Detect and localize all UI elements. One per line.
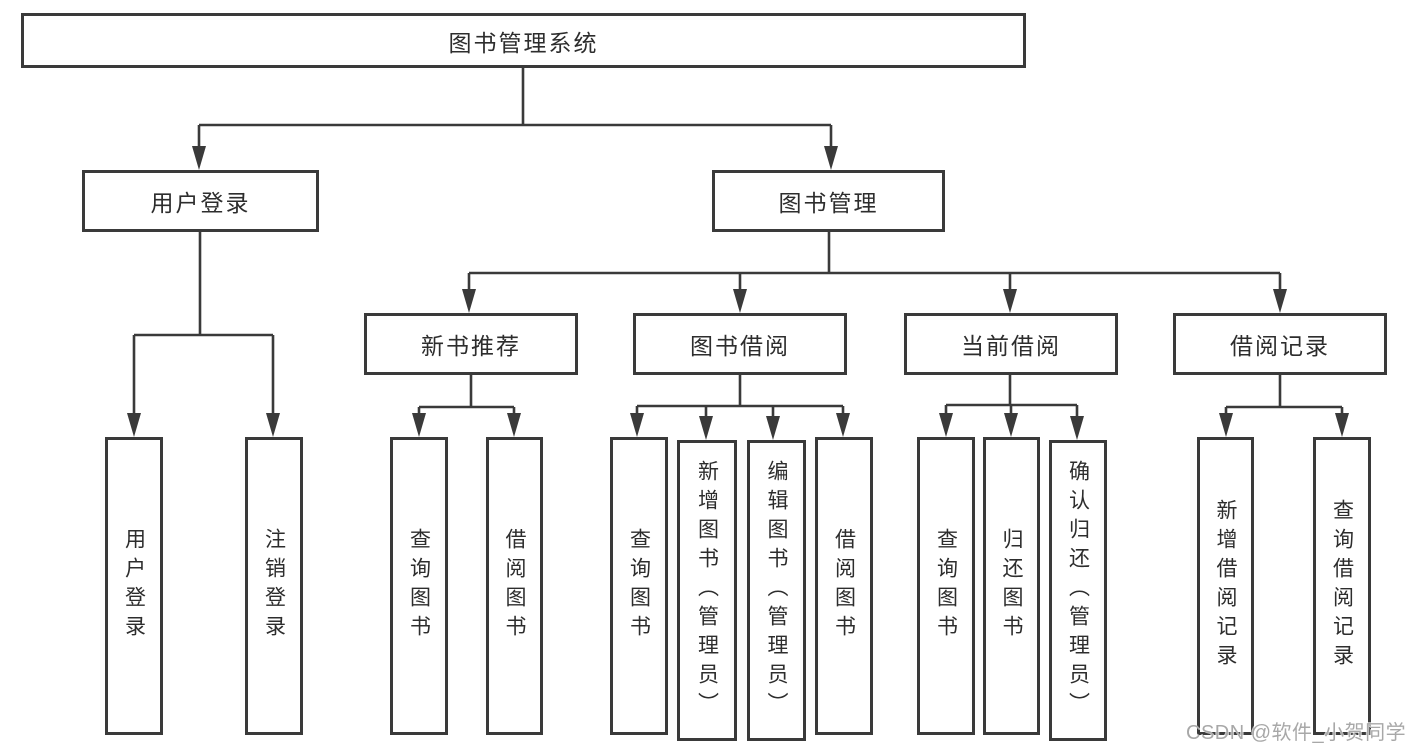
node-new-book-recommend: 新书推荐	[364, 313, 578, 375]
leaf-label: 确认归还（管理员）	[1066, 460, 1090, 721]
node-user-login: 用户登录	[82, 170, 319, 232]
edge-bookmgmt-to-level3	[462, 232, 1287, 313]
leaf-label: 归还图书	[1000, 528, 1024, 644]
node-label: 用户登录	[150, 190, 251, 216]
leaf-confirm-return-admin: 确认归还（管理员）	[1049, 440, 1107, 741]
edge-currentborrow-to-leaves	[939, 375, 1084, 440]
leaf-borrow-book: 借阅图书	[486, 437, 543, 735]
leaf-label: 用户登录	[122, 528, 146, 644]
node-label: 图书借阅	[690, 333, 790, 359]
edge-bookborrow-to-leaves	[630, 375, 850, 440]
node-book-management: 图书管理	[712, 170, 945, 232]
node-label: 新书推荐	[421, 333, 521, 359]
leaf-label: 查询图书	[627, 528, 651, 644]
leaf-label: 新增图书（管理员）	[695, 460, 719, 721]
leaf-label: 查询图书	[407, 528, 431, 644]
leaf-return-book: 归还图书	[983, 437, 1040, 735]
edge-root-to-level2	[192, 68, 838, 170]
node-label: 图书管理系统	[448, 29, 599, 56]
leaf-logout: 注销登录	[245, 437, 303, 735]
node-current-borrow: 当前借阅	[904, 313, 1118, 375]
leaf-add-book-admin: 新增图书（管理员）	[677, 440, 737, 741]
leaf-borrow-book: 借阅图书	[815, 437, 873, 735]
leaf-user-login: 用户登录	[105, 437, 163, 735]
leaf-label: 借阅图书	[832, 528, 856, 644]
leaf-query-book: 查询图书	[917, 437, 975, 735]
edge-userlogin-to-leaves	[127, 232, 280, 437]
leaf-query-book: 查询图书	[390, 437, 448, 735]
edge-borrowrecord-to-leaves	[1219, 375, 1349, 437]
edge-newbookrec-to-leaves	[412, 375, 521, 437]
leaf-label: 新增借阅记录	[1214, 499, 1238, 673]
leaf-query-book: 查询图书	[610, 437, 668, 735]
leaf-label: 注销登录	[262, 528, 286, 644]
leaf-add-borrow-record: 新增借阅记录	[1197, 437, 1254, 735]
leaf-label: 借阅图书	[503, 528, 527, 644]
leaf-label: 编辑图书（管理员）	[765, 460, 789, 721]
leaf-edit-book-admin: 编辑图书（管理员）	[747, 440, 806, 741]
node-label: 图书管理	[778, 190, 879, 216]
node-label: 当前借阅	[961, 333, 1061, 359]
node-library-management-system: 图书管理系统	[21, 13, 1026, 68]
csdn-watermark: CSDN @软件_小贺同学	[1186, 722, 1405, 744]
leaf-query-borrow-record: 查询借阅记录	[1313, 437, 1371, 735]
node-label: 借阅记录	[1230, 333, 1330, 359]
leaf-label: 查询借阅记录	[1330, 499, 1354, 673]
leaf-label: 查询图书	[934, 528, 958, 644]
node-book-borrow: 图书借阅	[633, 313, 847, 375]
node-borrow-record: 借阅记录	[1173, 313, 1387, 375]
